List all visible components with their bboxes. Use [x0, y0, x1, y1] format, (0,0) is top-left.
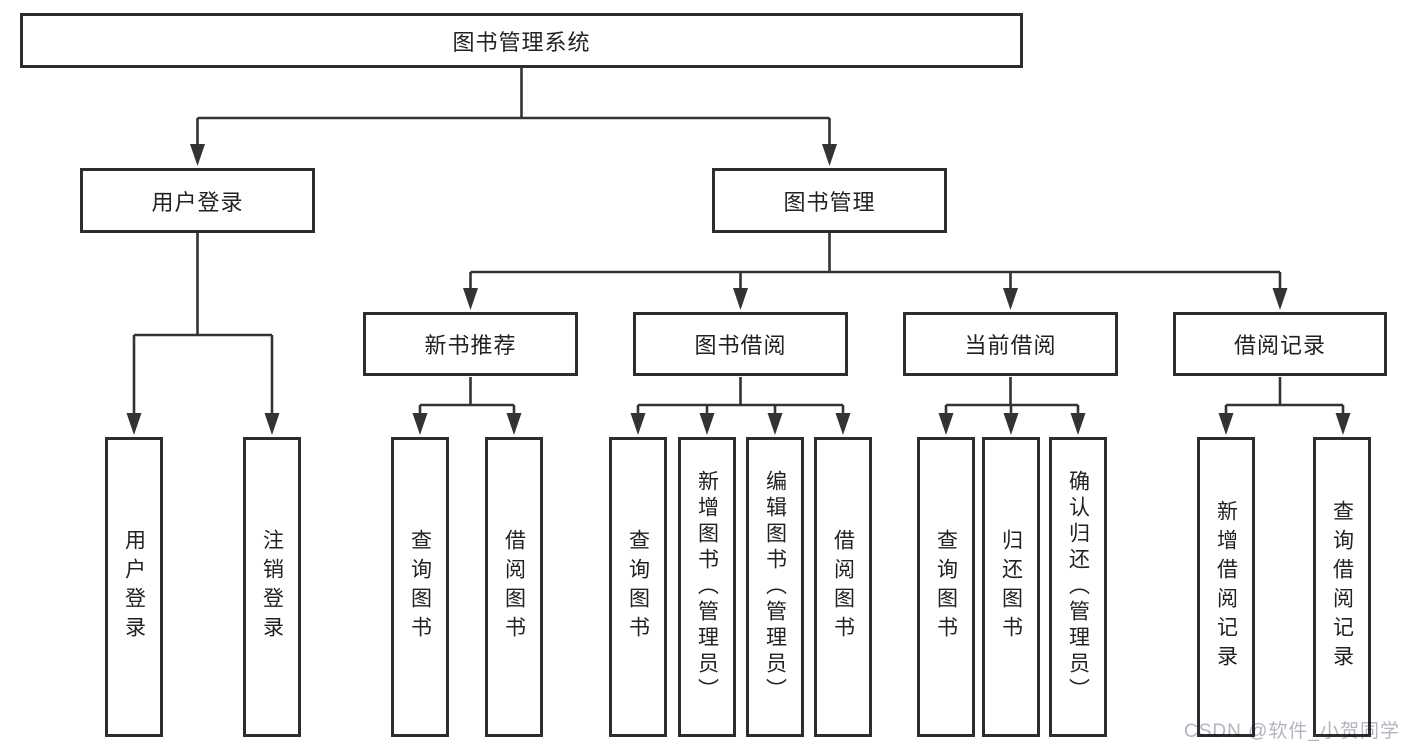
arrowhead: [630, 413, 646, 435]
node-label: 图书借阅: [694, 333, 787, 358]
arrowhead: [1272, 288, 1288, 310]
leaf-logout: 注销登录: [243, 437, 301, 737]
leaf-label: 新增图书（管理员）: [695, 470, 719, 704]
node-label: 图书管理系统: [452, 29, 591, 55]
arrowhead: [190, 144, 205, 166]
arrowhead: [938, 413, 954, 435]
arrowhead: [733, 288, 748, 310]
node-book-management: 图书管理: [712, 168, 947, 233]
arrowhead: [412, 413, 428, 435]
leaf-label: 查询图书: [934, 529, 958, 645]
arrowhead: [1070, 413, 1086, 435]
arrowhead: [699, 413, 715, 435]
leaf-query-borrow-record: 查询借阅记录: [1313, 437, 1371, 737]
leaf-borrow-books: 借阅图书: [485, 437, 543, 737]
leaf-label: 编辑图书（管理员）: [763, 470, 787, 704]
leaf-query-books: 查询图书: [609, 437, 667, 737]
arrowhead: [506, 413, 522, 435]
leaf-confirm-return-admin: 确认归还（管理员）: [1049, 437, 1107, 737]
leaf-query-books: 查询图书: [917, 437, 975, 737]
leaf-label: 借阅图书: [831, 529, 855, 645]
node-book-borrow: 图书借阅: [633, 312, 848, 376]
arrowhead: [835, 413, 851, 435]
arrowhead: [264, 413, 280, 435]
node-library-system: 图书管理系统: [20, 13, 1023, 68]
leaf-label: 借阅图书: [502, 529, 526, 645]
node-current-borrow: 当前借阅: [903, 312, 1118, 376]
leaf-return-books: 归还图书: [982, 437, 1040, 737]
arrowhead: [1003, 288, 1018, 310]
arrowhead: [1335, 413, 1351, 435]
node-label: 图书管理: [783, 189, 876, 215]
node-borrow-records: 借阅记录: [1173, 312, 1387, 376]
leaf-add-borrow-record: 新增借阅记录: [1197, 437, 1255, 737]
node-label: 当前借阅: [964, 333, 1057, 358]
leaf-label: 查询图书: [408, 529, 432, 645]
arrowhead: [767, 413, 783, 435]
arrowhead: [463, 288, 478, 310]
leaf-user-login: 用户登录: [105, 437, 163, 737]
leaf-query-books: 查询图书: [391, 437, 449, 737]
leaf-label: 用户登录: [122, 529, 146, 645]
leaf-edit-books-admin: 编辑图书（管理员）: [746, 437, 804, 737]
arrowhead: [1003, 413, 1019, 435]
leaf-label: 新增借阅记录: [1214, 500, 1238, 674]
arrowhead: [126, 413, 142, 435]
leaf-label: 归还图书: [999, 529, 1023, 645]
arrowhead: [822, 144, 837, 166]
leaf-add-books-admin: 新增图书（管理员）: [678, 437, 736, 737]
leaf-label: 确认归还（管理员）: [1066, 470, 1090, 704]
node-label: 新书推荐: [424, 333, 517, 358]
node-new-book-recommend: 新书推荐: [363, 312, 578, 376]
leaf-label: 查询图书: [626, 529, 650, 645]
leaf-borrow-books: 借阅图书: [814, 437, 872, 737]
node-user-login: 用户登录: [80, 168, 315, 233]
leaf-label: 查询借阅记录: [1330, 500, 1354, 674]
leaf-label: 注销登录: [260, 529, 284, 645]
node-label: 借阅记录: [1233, 333, 1326, 358]
arrowhead: [1218, 413, 1234, 435]
node-label: 用户登录: [151, 189, 244, 215]
